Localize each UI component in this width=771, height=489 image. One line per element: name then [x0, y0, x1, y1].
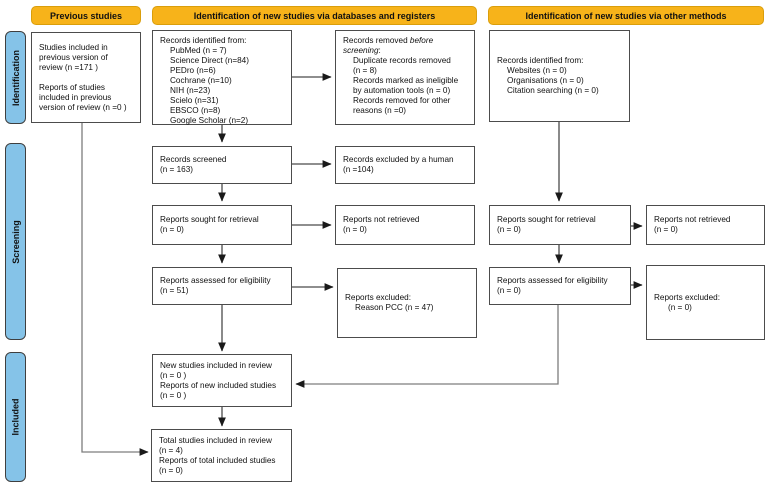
- box-text: PEDro (n=6): [170, 66, 216, 75]
- box-reports-excluded-other: Reports excluded: (n = 0): [646, 265, 765, 340]
- box-reports-not-retrieved-databases: Reports not retrieved (n = 0): [335, 205, 475, 245]
- box-reports-sought-databases: Reports sought for retrieval (n = 0): [152, 205, 292, 245]
- box-text: Studies included in: [39, 42, 108, 52]
- box-text: Reports not retrieved: [343, 215, 420, 224]
- box-text: (n = 0): [497, 286, 521, 295]
- box-text: Total studies included in review: [159, 435, 272, 445]
- box-records-screened: Records screened (n = 163): [152, 146, 292, 184]
- box-text: Cochrane (n=10): [170, 76, 232, 85]
- box-reports-excluded-databases: Reports excluded: Reason PCC (n = 47): [337, 268, 477, 338]
- box-text: Organisations (n = 0): [507, 76, 584, 85]
- stage-label-screening-text: Screening: [10, 219, 21, 264]
- box-text: Records identified from:: [160, 36, 247, 45]
- box-text: Reports sought for retrieval: [497, 215, 596, 224]
- box-text: (n = 0): [343, 225, 367, 234]
- box-text: Records identified from:: [497, 56, 584, 65]
- connector-previous-to-total: [81, 123, 149, 456]
- box-text: Records removed for other: [353, 96, 451, 105]
- box-text: included in previous: [39, 92, 112, 102]
- box-text: PubMed (n = 7): [170, 46, 227, 55]
- box-text: Websites (n = 0): [507, 66, 567, 75]
- stage-label-identification: Identification: [5, 31, 26, 124]
- stage-label-screening: Screening: [5, 143, 26, 340]
- stage-label-included-text: Included: [10, 398, 21, 436]
- box-total-studies-included: Total studies included in review (n = 4)…: [151, 429, 292, 482]
- stage-label-identification-text: Identification: [10, 49, 21, 106]
- box-text: (n = 0 ): [160, 370, 187, 380]
- box-text: Google Scholar (n=2): [170, 116, 249, 125]
- box-text: Reports assessed for eligibility: [497, 276, 608, 285]
- box-text: Reports assessed for eligibility: [160, 276, 271, 285]
- box-text: version of review (n =0 ): [39, 102, 127, 112]
- box-new-studies-included: New studies included in review (n = 0 ) …: [152, 354, 292, 407]
- box-text: EBSCO (n=8): [170, 106, 221, 115]
- box-text: Citation searching (n = 0): [507, 86, 599, 95]
- box-text: Reports of studies: [39, 82, 105, 92]
- box-text: Reports of new included studies: [160, 380, 277, 390]
- box-text: Reports excluded:: [654, 292, 720, 302]
- box-reports-not-retrieved-other: Reports not retrieved (n = 0): [646, 205, 765, 245]
- box-text: previous version of: [39, 52, 108, 62]
- box-text: (n = 51): [160, 286, 189, 295]
- box-text: (n = 0): [654, 225, 678, 234]
- box-text: Records removed before: [343, 36, 434, 45]
- box-text: Records excluded by a human: [343, 155, 454, 164]
- header-databases-registers: Identification of new studies via databa…: [152, 6, 477, 25]
- box-text: Duplicate records removed: [353, 56, 451, 65]
- header-previous-studies: Previous studies: [31, 6, 141, 25]
- box-text: New studies included in review: [160, 360, 272, 370]
- box-records-identified-other: Records identified from: Websites (n = 0…: [489, 30, 630, 122]
- box-reports-assessed-other: Reports assessed for eligibility (n = 0): [489, 267, 631, 305]
- box-text: review (n =171 ): [39, 62, 98, 72]
- box-text: (n = 0): [160, 225, 184, 234]
- box-records-identified-databases: Records identified from: PubMed (n = 7) …: [152, 30, 292, 125]
- box-previous-studies: Studies included in previous version of …: [31, 32, 141, 123]
- box-text: Reason PCC (n = 47): [355, 303, 434, 312]
- box-text: (n = 0 ): [160, 390, 187, 400]
- stage-label-included: Included: [5, 352, 26, 482]
- box-text: (n = 0): [668, 302, 692, 312]
- box-text: (n = 4): [159, 445, 183, 455]
- box-text: (n =104): [343, 165, 374, 174]
- box-text: (n = 0): [497, 225, 521, 234]
- box-text: screening:: [343, 46, 381, 55]
- box-text: Reports excluded:: [345, 293, 411, 302]
- box-records-removed: Records removed before screening: Duplic…: [335, 30, 475, 125]
- box-records-excluded-human: Records excluded by a human (n =104): [335, 146, 475, 184]
- box-text: Reports not retrieved: [654, 215, 731, 224]
- box-text: Science Direct (n=84): [170, 56, 249, 65]
- box-reports-assessed-databases: Reports assessed for eligibility (n = 51…: [152, 267, 292, 305]
- box-text: (n = 163): [160, 165, 193, 174]
- box-text: reasons (n =0): [353, 106, 407, 115]
- box-text: (n = 8): [353, 66, 377, 75]
- box-text: Records marked as ineligible: [353, 76, 459, 85]
- header-other-methods: Identification of new studies via other …: [488, 6, 764, 25]
- box-reports-sought-other: Reports sought for retrieval (n = 0): [489, 205, 631, 245]
- box-text: Scielo (n=31): [170, 96, 219, 105]
- box-text: (n = 0): [159, 465, 183, 475]
- box-text: NIH (n=23): [170, 86, 211, 95]
- box-text: Records screened: [160, 155, 227, 164]
- box-text: Reports sought for retrieval: [160, 215, 259, 224]
- box-text: Reports of total included studies: [159, 455, 276, 465]
- box-text: [39, 73, 137, 83]
- box-text: by automation tools (n = 0): [353, 86, 451, 95]
